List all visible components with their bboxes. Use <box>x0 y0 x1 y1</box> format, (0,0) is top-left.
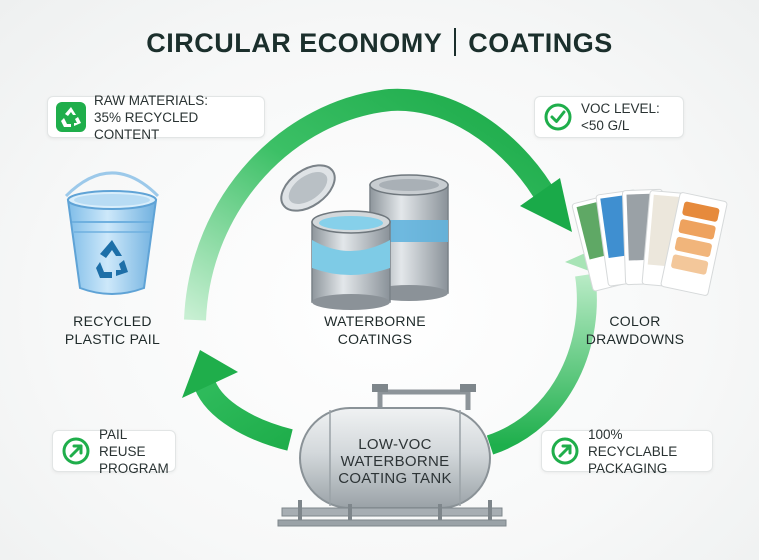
badge-raw-materials: RAW MATERIALS: 35% RECYCLED CONTENT <box>47 93 265 142</box>
arrow-up-right-icon <box>62 437 90 465</box>
badge-voc-level-line1: VOC LEVEL: <box>581 101 660 116</box>
arrow-left-head <box>182 350 238 398</box>
node-tank-line2: WATERBORNE <box>340 453 450 470</box>
node-label-coatings: WATERBORNE COATINGS <box>300 312 450 348</box>
page-title: CIRCULAR ECONOMY COATINGS <box>0 28 759 59</box>
badge-pail-reuse-line2: PROGRAM <box>99 460 169 476</box>
title-right: COATINGS <box>468 28 613 58</box>
pail-recycle-icon <box>96 240 128 278</box>
arrow-right-arc <box>486 273 597 455</box>
node-pail-line1: RECYCLED <box>73 313 152 329</box>
node-tank-line1: LOW-VOC <box>358 436 432 453</box>
node-coatings-line1: WATERBORNE <box>324 313 426 329</box>
arrow-top-head <box>520 178 572 232</box>
arrow-top-arc <box>184 88 558 321</box>
node-drawdowns-line2: DRAWDOWNS <box>585 331 685 347</box>
node-pail-line2: PLASTIC PAIL <box>64 331 161 347</box>
badge-pail-reuse: PAIL REUSE PROGRAM <box>52 427 176 476</box>
arrow-up-right-icon <box>551 437 579 465</box>
recycle-icon <box>56 102 86 132</box>
arrow-left-arc <box>194 380 293 451</box>
title-separator <box>454 28 457 56</box>
node-drawdowns-line1: COLOR <box>609 313 661 329</box>
check-circle-icon <box>544 103 572 131</box>
badge-voc-level: VOC LEVEL: <50 g/L <box>534 96 684 138</box>
badge-pail-reuse-line1: PAIL REUSE <box>99 426 146 459</box>
node-coatings-line2: COATINGS <box>337 331 413 347</box>
badge-raw-materials-line2: 35% RECYCLED CONTENT <box>94 109 199 142</box>
badge-raw-materials-line1: RAW MATERIALS: <box>94 92 209 108</box>
title-left: CIRCULAR ECONOMY <box>146 28 443 58</box>
node-label-pail: RECYCLED PLASTIC PAIL <box>40 312 185 348</box>
node-label-tank: LOW-VOC WATERBORNE COATING TANK <box>320 436 470 487</box>
node-label-drawdowns: COLOR DRAWDOWNS <box>580 312 690 348</box>
badge-recyclable-line1: 100% RECYCLABLE <box>588 426 678 459</box>
badge-recyclable-line2: PACKAGING <box>588 460 668 476</box>
node-tank-line3: COATING TANK <box>338 470 452 487</box>
badge-recyclable-packaging: 100% RECYCLABLE PACKAGING <box>541 427 713 476</box>
badge-voc-level-line2: <50 g/L <box>581 118 630 133</box>
